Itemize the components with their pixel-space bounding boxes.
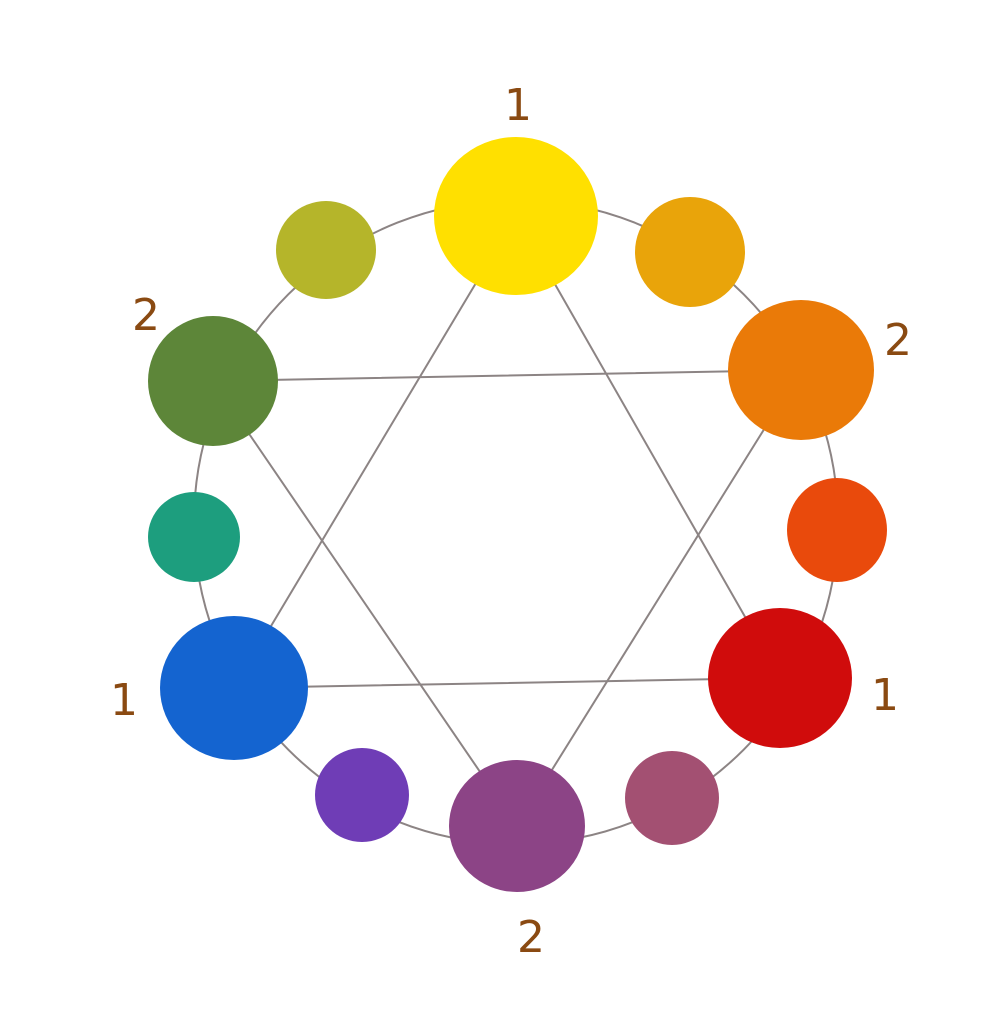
primary-triangle xyxy=(233,215,781,689)
label-yellow: 1 xyxy=(504,80,532,131)
swatch-yellow-green xyxy=(276,201,376,299)
label-blue: 1 xyxy=(110,675,138,726)
swatch-red-orange xyxy=(787,478,887,582)
secondary-triangle-edge xyxy=(212,369,802,382)
primary-triangle-edge xyxy=(515,215,781,679)
swatch-green xyxy=(148,316,278,446)
swatch-blue-violet xyxy=(315,748,409,842)
swatch-red-violet xyxy=(625,751,719,845)
swatch-blue-green xyxy=(148,492,240,582)
label-green: 2 xyxy=(132,290,160,341)
secondary-triangle-edge xyxy=(212,380,518,827)
primary-triangle-edge xyxy=(233,677,781,689)
secondary-triangle xyxy=(212,369,802,827)
label-orange: 2 xyxy=(884,315,912,366)
label-red: 1 xyxy=(871,670,899,721)
secondary-triangle-edge xyxy=(516,369,802,827)
swatch-red xyxy=(708,608,852,748)
swatch-yellow-orange xyxy=(635,197,745,307)
color-swatches xyxy=(148,137,887,892)
label-violet: 2 xyxy=(517,912,545,963)
swatch-yellow xyxy=(434,137,598,295)
swatch-orange xyxy=(728,300,874,440)
wheel-circle xyxy=(193,199,839,845)
swatch-blue xyxy=(160,616,308,760)
primary-triangle-edge xyxy=(233,215,517,689)
swatch-violet xyxy=(449,760,585,892)
wheel-ring xyxy=(193,199,839,845)
